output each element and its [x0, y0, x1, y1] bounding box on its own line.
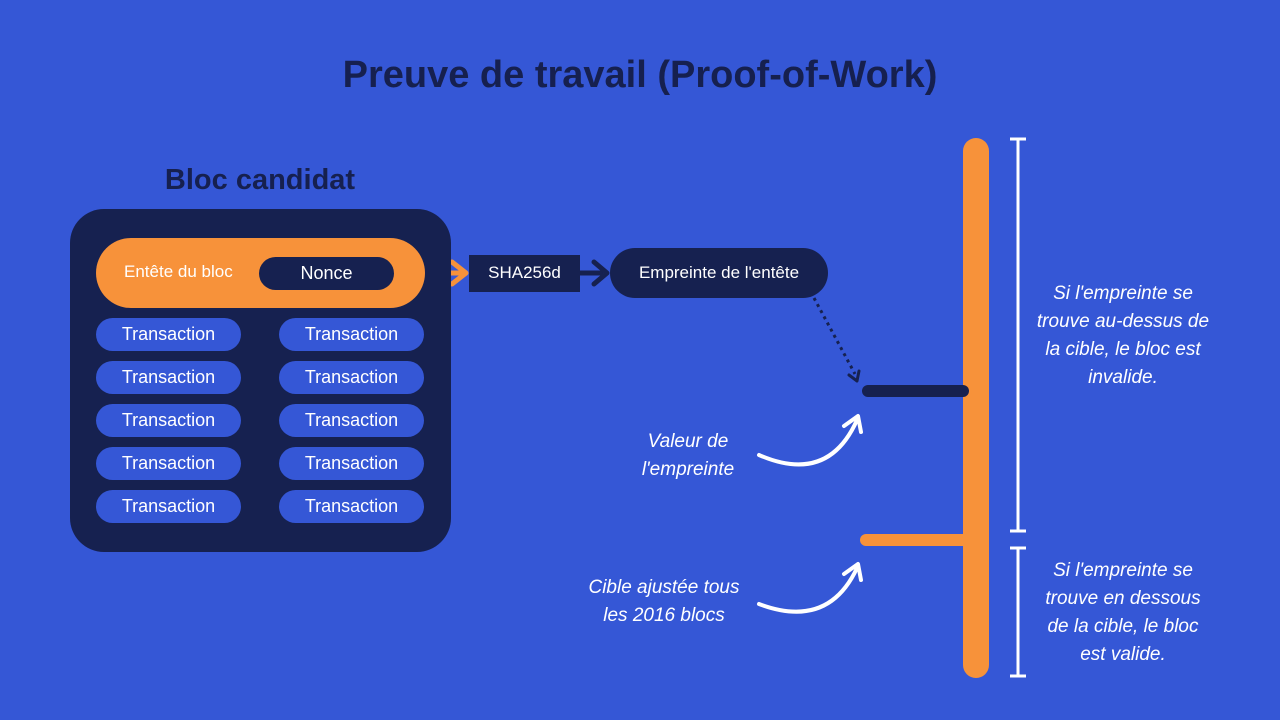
target-label: Cible ajustée tous les 2016 blocs	[588, 577, 740, 626]
transaction-pill: Transaction	[279, 361, 424, 394]
transaction-pill: Transaction	[279, 318, 424, 351]
transaction-pill: Transaction	[279, 404, 424, 437]
sha-to-hash-arrow	[580, 259, 610, 287]
below-target-bracket	[1010, 546, 1026, 678]
target-curved-arrow	[757, 562, 863, 614]
block-header-label: Entête du bloc	[124, 262, 233, 281]
transaction-pill: Transaction	[279, 447, 424, 480]
below-target-note: Si l'empreinte se trouve en dessous de l…	[1045, 560, 1201, 665]
page-title: Preuve de travail (Proof-of-Work)	[342, 54, 938, 96]
transaction-pill: Transaction	[96, 404, 241, 437]
hash-to-value-dotted-arrow	[812, 297, 861, 383]
above-target-note: Si l'empreinte se trouve au-dessus de la…	[1036, 283, 1210, 388]
sha256d-box: SHA256d	[469, 255, 580, 292]
transaction-pill: Transaction	[279, 490, 424, 523]
above-target-bracket	[1010, 137, 1026, 533]
nonce-pill: Nonce	[259, 257, 394, 290]
transaction-pill: Transaction	[96, 318, 241, 351]
transaction-pill: Transaction	[96, 361, 241, 394]
candidate-block-title: Bloc candidat	[164, 164, 356, 196]
hash-value-label: Valeur de l'empreinte	[641, 431, 735, 480]
difficulty-scale-bar	[963, 138, 989, 678]
transaction-pill: Transaction	[96, 447, 241, 480]
transaction-pill: Transaction	[96, 490, 241, 523]
hash-value-curved-arrow	[757, 414, 863, 467]
header-hash-pill: Empreinte de l'entête	[610, 248, 828, 298]
